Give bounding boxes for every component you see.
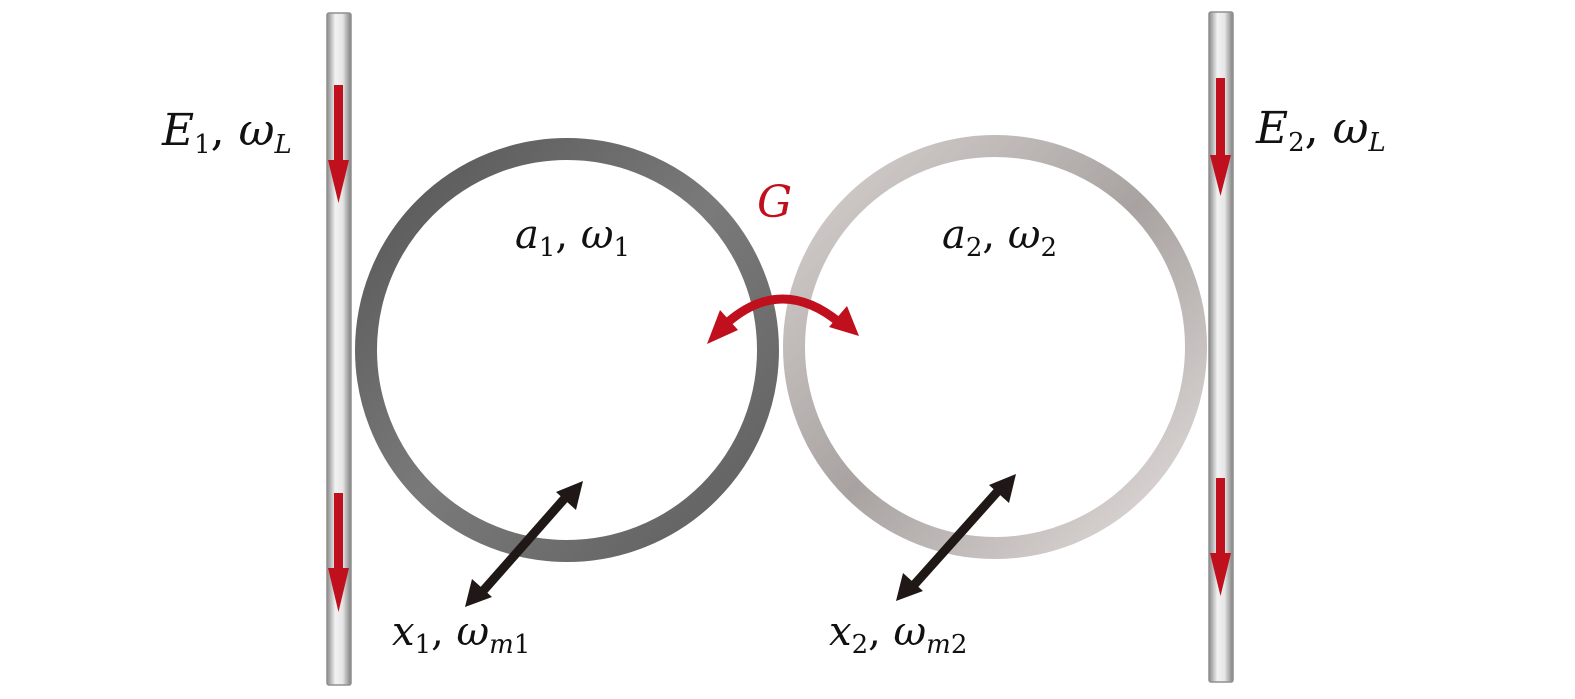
flow-arrow-left-bottom bbox=[328, 493, 349, 612]
ring-resonator-right bbox=[783, 135, 1207, 559]
coupling-arrow bbox=[707, 294, 859, 344]
mechanical-arrow-right bbox=[896, 474, 1016, 601]
label-mode-right: a2, ω2 bbox=[942, 212, 1057, 263]
flow-arrow-right-bottom bbox=[1210, 478, 1231, 596]
mechanical-arrow-left bbox=[465, 481, 583, 607]
label-input-left: E1, ωL bbox=[161, 105, 292, 160]
flow-arrow-right-top bbox=[1210, 78, 1231, 196]
label-input-right: E2, ωL bbox=[1255, 103, 1386, 158]
flow-arrow-left-top bbox=[328, 85, 349, 203]
waveguide-right bbox=[1208, 11, 1234, 683]
label-mech-left: x1, ωm1 bbox=[392, 609, 530, 660]
waveguide-left bbox=[326, 12, 352, 686]
label-coupling: G bbox=[757, 177, 792, 228]
label-mode-left: a1, ω1 bbox=[515, 212, 630, 263]
label-mech-right: x2, ωm2 bbox=[829, 609, 967, 660]
ring-resonator-left bbox=[355, 138, 779, 562]
